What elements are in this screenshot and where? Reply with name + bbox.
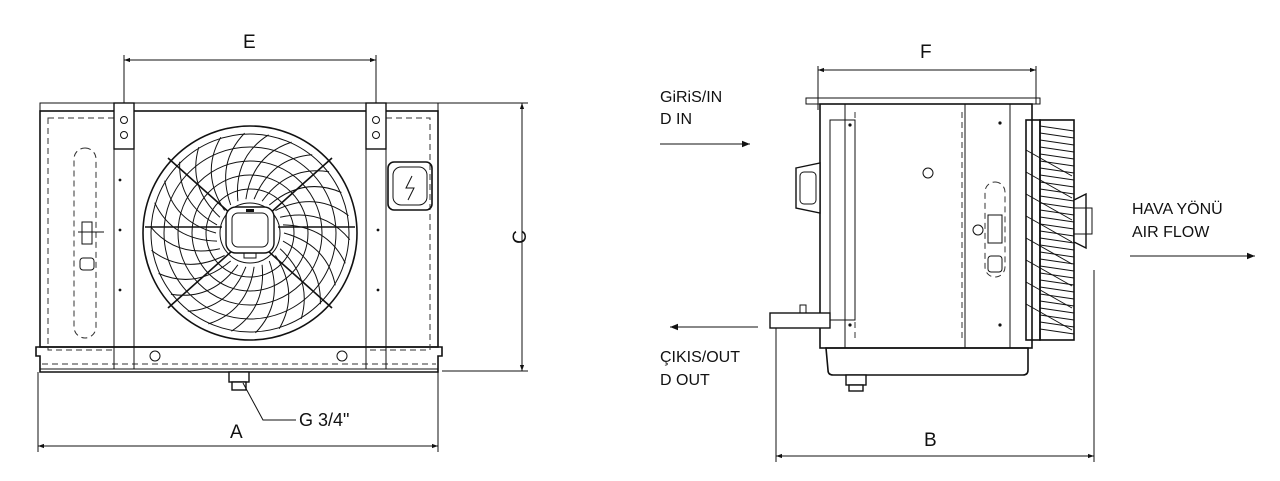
fan-blade-line [282,240,321,305]
fan-blade-line [179,161,218,226]
airflow-label-2: AIR FLOW [1132,224,1210,241]
side-fan-guard-wire [1039,286,1075,293]
fan-blade-line [279,214,351,241]
fan-blade-line [268,186,342,206]
fan-blade-line [231,264,264,332]
dimension-label-g: G 3/4" [299,410,349,430]
side-fan-guard-wire [1039,202,1075,209]
dimension-e [123,55,377,103]
side-fan-guard-wire [1039,321,1075,328]
side-fan-guard-wire [1039,139,1075,146]
dimension-label-e: E [243,32,256,53]
dimension-label-f: F [920,42,932,63]
side-fan-blade-line [1025,259,1073,287]
fan-blade-line [170,264,239,296]
fan-blade-line [164,180,217,234]
side-fan-guard-wire [1039,146,1075,153]
side-view [769,97,1041,392]
side-fan-blade-line [1025,215,1073,243]
airflow-label-1: HAVA YÖNÜ [1132,200,1223,218]
side-fan-blade-line [1025,149,1073,177]
fan-blade-line [283,232,336,286]
inlet-label-1: GiRiS/IN [660,89,722,106]
side-fan-guard-wire [1039,300,1075,307]
side-fan-guard-wire [1039,160,1075,167]
fan-blade-line [158,260,232,280]
side-fan-guard-wire [1039,132,1075,139]
side-fan-blade-line [1025,171,1073,199]
fan-blade-line [236,134,269,202]
side-fan-guard-wire [1039,314,1075,321]
side-fan-blade-line [1025,281,1073,309]
dimension-b [775,270,1095,462]
fan-blade-line [154,202,218,242]
side-fan-guard-wire [1039,272,1075,279]
fan-blade-line [151,250,225,265]
side-fan-guard-wire [1039,174,1075,181]
side-fan-guard-wire [1039,307,1075,314]
side-fan-blade-line [1025,237,1073,265]
fan-spokes [145,157,355,309]
side-fan-guard-wire [1039,293,1075,300]
front-view [35,102,443,391]
fan-blade-line [225,132,245,206]
side-fan-blade-line [1025,303,1073,331]
side-fan-guard-wire [1039,209,1075,216]
fan-blade-line [208,266,255,325]
fan-blade-line [261,170,330,202]
side-fan-guard-wire [1039,237,1075,244]
side-fan-guard-wire [1039,188,1075,195]
dimension-f [817,66,1037,104]
side-fan-guard-wire [1039,251,1075,258]
fan-blade-line [149,225,221,252]
side-fan-guard-wire [1039,195,1075,202]
fan-blade-line [245,141,292,200]
fan-blades [149,132,351,334]
outlet-label-2: D OUT [660,372,710,389]
dimension-label-b: B [924,430,937,451]
side-fan-guard-wire [1039,265,1075,272]
side-fan-guard-wire [1039,125,1075,132]
dimension-g-leader [242,382,296,421]
fan-blade-line [253,154,313,200]
dimension-label-c: C [510,230,531,244]
side-fan-guard-wire [1039,153,1075,160]
side-fan-guard-wire [1039,328,1075,335]
fan-motor-hub [225,206,275,259]
dimension-label-a: A [230,422,243,443]
fan-blade-line [275,201,349,216]
fan-blade-line [274,255,290,329]
inlet-label-2: D IN [660,111,692,128]
side-fan-guard-wire [1039,167,1075,174]
side-fan-guard [1025,119,1093,341]
side-fan-guard-wire [1039,258,1075,265]
side-fan-blade-line [1025,193,1073,221]
fan-blade-line [210,137,226,211]
dimension-c [438,102,528,372]
fan-guard [142,125,358,341]
side-fan-guard-wire [1039,216,1075,223]
fan-blade-line [255,260,275,334]
outlet-label-1: ÇIKIS/OUT [660,349,740,366]
side-fan-guard-wire [1039,244,1075,251]
dimension-a [37,372,439,452]
fan-blade-line [282,224,346,264]
side-fan-guard-wire [1039,223,1075,230]
fan-blade-line [187,266,247,312]
